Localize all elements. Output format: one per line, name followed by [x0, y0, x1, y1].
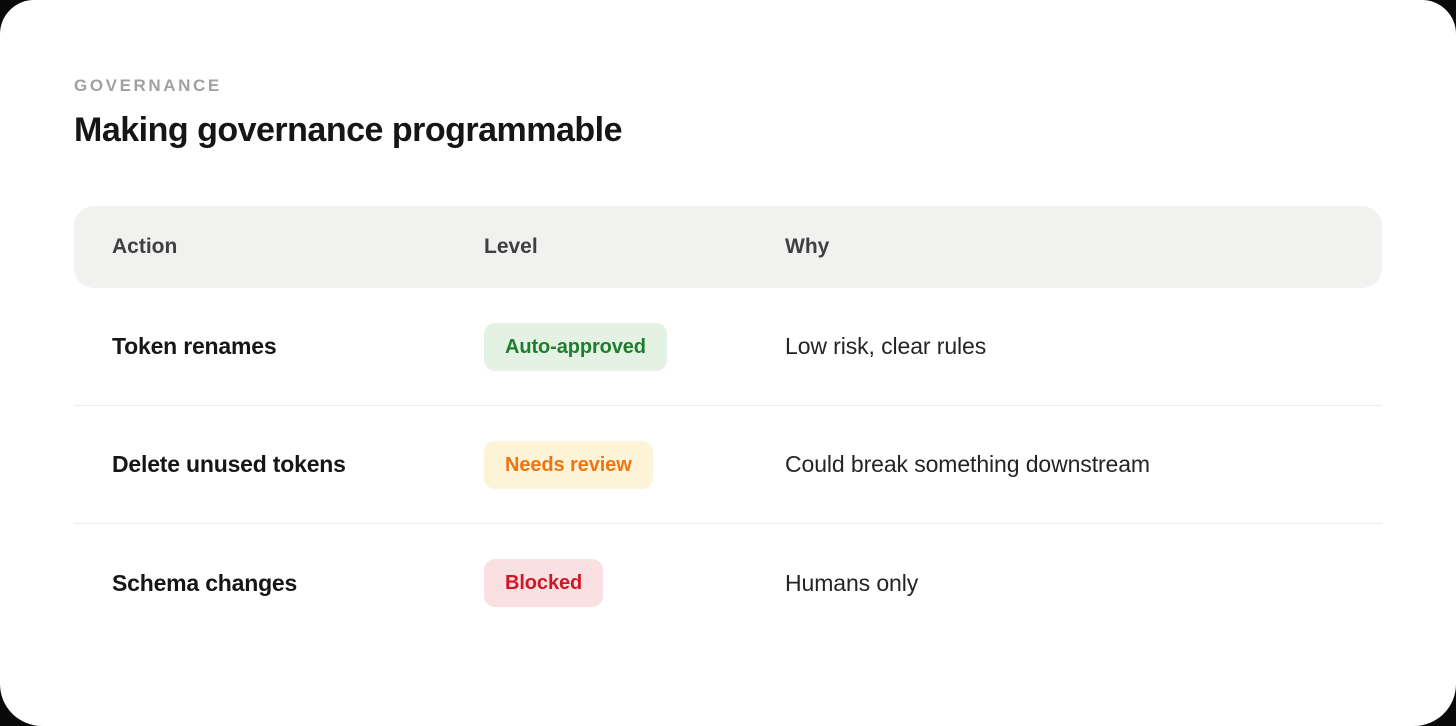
- cell-level: Auto-approved: [484, 322, 785, 371]
- section-eyebrow: GOVERNANCE: [74, 76, 222, 95]
- cell-level: Needs review: [484, 440, 785, 489]
- column-header-action: Action: [112, 235, 178, 259]
- cell-why: Humans only: [785, 569, 919, 596]
- status-badge: Blocked: [484, 559, 604, 608]
- page-title: Making governance programmable: [74, 111, 623, 149]
- cell-level: Blocked: [484, 559, 785, 608]
- table-row: Schema changes Blocked Humans only: [74, 524, 1382, 642]
- column-header-why: Why: [785, 235, 830, 259]
- status-badge: Needs review: [484, 440, 653, 489]
- status-badge: Auto-approved: [484, 322, 667, 371]
- cell-why: Could break something downstream: [785, 451, 1150, 478]
- table-header-row: Action Level Why: [74, 206, 1382, 289]
- table-row: Token renames Auto-approved Low risk, cl…: [74, 288, 1382, 407]
- cell-action: Token renames: [112, 333, 277, 360]
- column-header-level: Level: [484, 235, 538, 259]
- cell-action: Delete unused tokens: [112, 451, 346, 478]
- governance-table: Action Level Why Token renames Auto-appr…: [74, 206, 1382, 642]
- cell-why: Low risk, clear rules: [785, 333, 987, 360]
- table-row: Delete unused tokens Needs review Could …: [74, 406, 1382, 525]
- cell-action: Schema changes: [112, 569, 298, 596]
